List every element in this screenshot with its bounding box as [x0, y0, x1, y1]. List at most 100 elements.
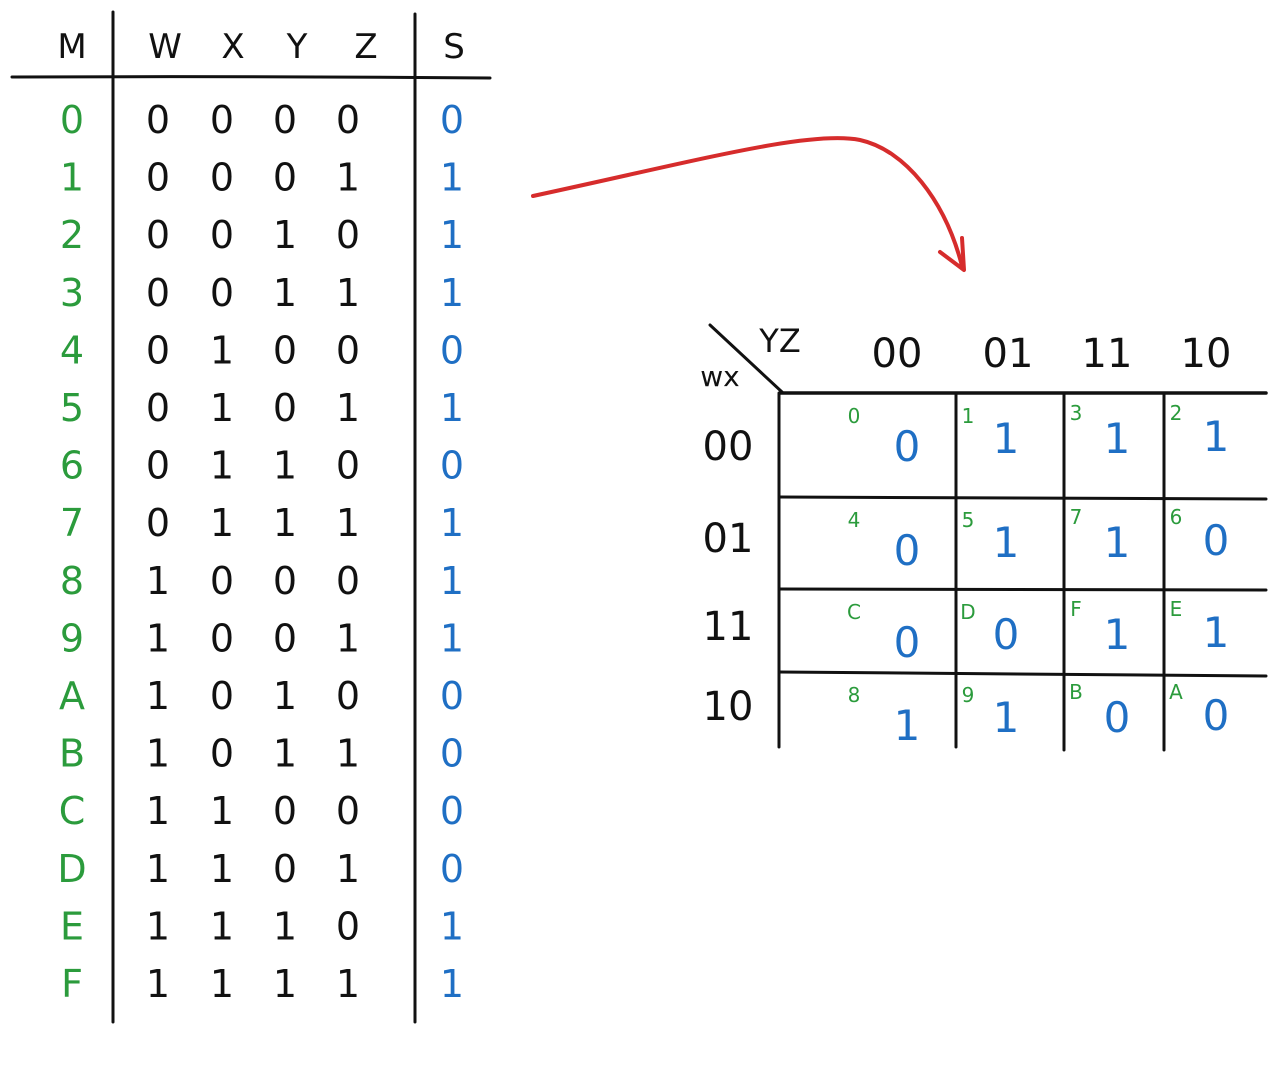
cell-x: 0: [210, 732, 234, 776]
kmap-row-header: 01: [703, 516, 754, 562]
cell-output: 0: [440, 444, 464, 488]
kmap-cell-minterm: E: [1170, 597, 1183, 621]
cell-minterm: 9: [60, 616, 84, 660]
cell-y: 0: [273, 616, 297, 660]
cell-y: 0: [273, 847, 297, 891]
cell-x: 1: [210, 847, 234, 891]
cell-w: 1: [146, 847, 170, 891]
cell-minterm: 6: [60, 444, 84, 488]
kmap-cell-minterm: 2: [1170, 401, 1183, 425]
cell-x: 1: [210, 962, 234, 1006]
cell-x: 1: [210, 789, 234, 833]
cell-minterm: D: [57, 847, 86, 891]
cell-z: 1: [336, 271, 360, 315]
cell-y: 0: [273, 559, 297, 603]
arrow-shaft: [531, 136, 964, 268]
cell-y: 1: [273, 904, 297, 948]
cell-y: 1: [273, 501, 297, 545]
header-output: S: [443, 27, 465, 67]
cell-z: 1: [336, 847, 360, 891]
cell-output: 0: [440, 674, 464, 718]
kmap-cell-value: 1: [1104, 610, 1131, 659]
kmap-cell-value: 0: [993, 610, 1020, 659]
kmap-cell-minterm: B: [1069, 680, 1083, 704]
kmap-cell-value: 1: [993, 414, 1020, 463]
cell-x: 1: [210, 904, 234, 948]
cell-w: 1: [146, 559, 170, 603]
cell-x: 1: [210, 444, 234, 488]
kmap-cell-value: 0: [1104, 693, 1131, 742]
cell-z: 1: [336, 616, 360, 660]
header-underline: [10, 75, 492, 80]
cell-y: 0: [273, 156, 297, 200]
cell-output: 1: [440, 271, 464, 315]
cell-z: 1: [336, 962, 360, 1006]
cell-output: 1: [440, 904, 464, 948]
cell-y: 0: [273, 789, 297, 833]
kmap-cell-value: 1: [993, 693, 1020, 742]
kmap-cell-value: 1: [1203, 412, 1230, 461]
cell-y: 0: [273, 328, 297, 372]
cell-minterm: 3: [60, 271, 84, 315]
cell-output: 0: [440, 847, 464, 891]
cell-z: 0: [336, 444, 360, 488]
cell-w: 1: [146, 616, 170, 660]
kmap-cell: 31: [1070, 401, 1131, 463]
cell-output: 0: [440, 328, 464, 372]
cell-minterm: 2: [60, 213, 84, 257]
cell-minterm: A: [59, 674, 85, 718]
cell-y: 0: [273, 386, 297, 430]
cell-output: 1: [440, 386, 464, 430]
header-minterm: M: [57, 27, 86, 67]
cell-w: 0: [146, 501, 170, 545]
cell-z: 1: [336, 386, 360, 430]
cell-minterm: 8: [60, 559, 84, 603]
kmap-cell-value: 1: [1104, 414, 1131, 463]
cell-x: 1: [210, 328, 234, 372]
cell-w: 1: [146, 962, 170, 1006]
cell-output: 0: [440, 98, 464, 142]
cell-output: 0: [440, 789, 464, 833]
kmap-cell-minterm: 1: [962, 404, 975, 428]
cell-x: 0: [210, 674, 234, 718]
cell-output: 1: [440, 213, 464, 257]
header-y: Y: [286, 27, 308, 67]
kmap-cell-value: 1: [1104, 518, 1131, 567]
cell-z: 1: [336, 501, 360, 545]
kmap-row-header: 00: [703, 424, 754, 470]
cell-x: 0: [210, 616, 234, 660]
cell-output: 0: [440, 732, 464, 776]
cell-y: 1: [273, 674, 297, 718]
cell-y: 0: [273, 98, 297, 142]
kmap-col-header: 00: [872, 331, 923, 377]
cell-w: 0: [146, 156, 170, 200]
kmap-cell-value: 0: [1203, 516, 1230, 565]
cell-minterm: 1: [60, 156, 84, 200]
kmap-hline-3: [777, 670, 1268, 678]
cell-w: 0: [146, 444, 170, 488]
cell-z: 0: [336, 213, 360, 257]
cell-minterm: E: [60, 904, 84, 948]
cell-output: 1: [440, 962, 464, 1006]
cell-w: 0: [146, 98, 170, 142]
header-w: W: [148, 27, 182, 67]
kmap-cell-value: 0: [894, 422, 921, 471]
